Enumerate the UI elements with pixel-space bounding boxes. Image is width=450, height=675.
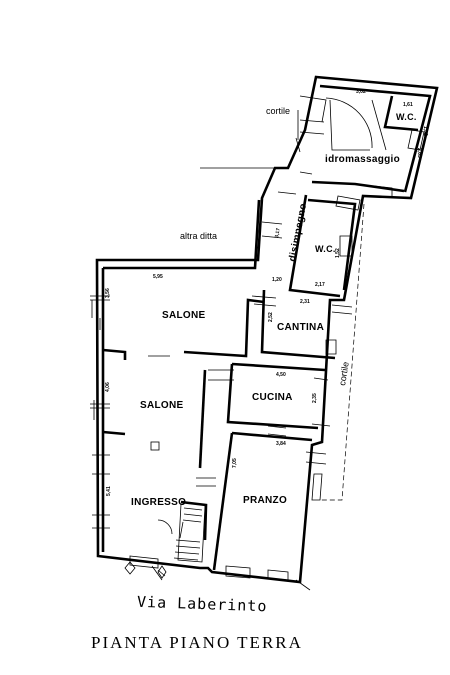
dim-disimpegno-w: 1,20 — [272, 277, 282, 283]
dim-disimpegno-len: 3,17 — [274, 228, 282, 239]
dim-salone-width: 5,95 — [153, 274, 163, 280]
plan-title: PIANTA PIANO TERRA — [91, 633, 303, 652]
room-label-ingresso: INGRESSO — [131, 497, 186, 508]
room-label-idromassaggio: idromassaggio — [325, 154, 400, 165]
room-label-salone-top: SALONE — [162, 310, 205, 321]
dim-wc-top-width: 1,61 — [403, 102, 413, 108]
label-cortile-top: cortile — [266, 106, 290, 116]
room-label-wc-mid: W.C. — [315, 244, 336, 254]
dim-salone-mid-depth: 4,06 — [105, 382, 111, 392]
dim-cantina-depth: 2,52 — [268, 312, 274, 322]
idromassaggio-tub — [325, 97, 387, 151]
street-name: Via Laberinto — [137, 593, 268, 616]
dim-cucina-width: 4,50 — [276, 372, 286, 378]
dim-wc-mid-width: 2,17 — [315, 282, 325, 288]
dim-cucina-depth: 2,35 — [312, 393, 318, 403]
door-swing — [157, 519, 173, 535]
dim-idro-width: 3,02 — [356, 89, 366, 95]
stairs — [173, 503, 206, 563]
dim-ingresso-depth: 5,41 — [106, 486, 112, 496]
pillar — [150, 441, 160, 451]
dim-wc-mid-depth: 1,52 — [335, 248, 341, 258]
label-altra-ditta: altra ditta — [180, 231, 217, 241]
room-label-salone-mid: SALONE — [140, 400, 183, 411]
dim-pranzo-depth: 7,05 — [232, 458, 238, 468]
room-label-wc-top: W.C. — [396, 112, 417, 122]
room-label-disimpegno: disimpegno — [287, 202, 309, 262]
dim-pranzo-width: 3,84 — [276, 441, 286, 447]
room-label-cucina: CUCINA — [252, 392, 293, 403]
dim-idro-depth: 2,63 — [416, 148, 422, 158]
boundary-line — [295, 110, 301, 153]
dim-wc-top-depth: 1,32 — [422, 126, 428, 136]
room-label-pranzo: PRANZO — [243, 495, 287, 506]
room-label-cantina: CANTINA — [277, 322, 324, 333]
inner-walls — [102, 95, 419, 571]
label-cortile-side: cortile — [337, 361, 351, 386]
openings — [90, 95, 425, 591]
cortile-boundary — [320, 203, 365, 501]
dim-cantina-width: 2,31 — [300, 299, 310, 305]
dim-salone-depth: 3,56 — [105, 288, 111, 298]
